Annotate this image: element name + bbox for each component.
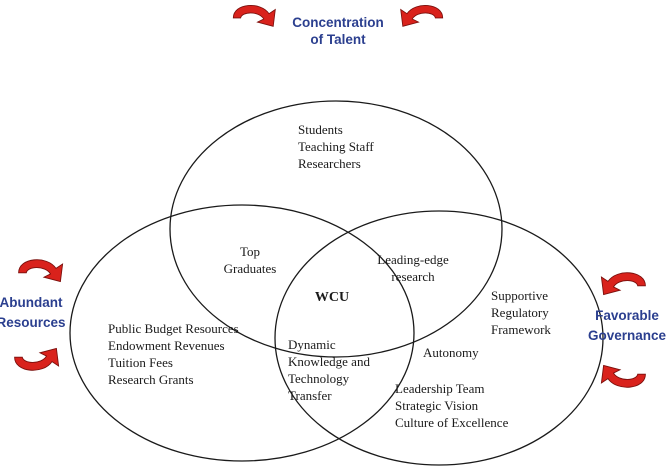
talent-item-students: Students: [298, 122, 343, 137]
left-circle: [69, 204, 415, 462]
curved-arrow-icon: [18, 259, 64, 283]
resources-label: Resources: [0, 315, 66, 330]
curved-arrow-icon: [400, 5, 444, 27]
resources-item-endowment: Endowment Revenues: [108, 338, 225, 353]
governance-item-excellence: Culture of Excellence: [395, 415, 509, 430]
overlap-transfer-2: Knowledge and: [288, 354, 370, 369]
talent-item-researchers: Researchers: [298, 156, 361, 171]
curved-arrow-icon: [600, 364, 646, 388]
overlap-top-graduates-2: Graduates: [224, 261, 277, 276]
concentration-label: Concentration: [292, 15, 384, 30]
overlap-transfer-4: Transfer: [288, 388, 332, 403]
overlap-leading-edge-1: Leading-edge: [377, 252, 449, 267]
overlap-transfer-1: Dynamic: [288, 337, 336, 352]
governance-item-supportive: Supportive: [491, 288, 548, 303]
overlap-transfer-3: Technology: [288, 371, 350, 386]
overlap-leading-edge-2: research: [391, 269, 435, 284]
center-wcu: WCU: [315, 290, 349, 305]
governance-item-leadership: Leadership Team: [395, 381, 484, 396]
curved-arrow-icon: [232, 5, 276, 27]
resources-item-public-budget: Public Budget Resources: [108, 321, 239, 336]
top-circle: [169, 100, 503, 358]
governance-label: Governance: [588, 328, 667, 343]
favorable-label: Favorable: [595, 308, 659, 323]
talent-item-teaching-staff: Teaching Staff: [298, 139, 374, 154]
of-talent-label: of Talent: [310, 32, 366, 47]
right-circle: [274, 210, 604, 466]
governance-item-autonomy: Autonomy: [423, 345, 479, 360]
curved-arrow-icon: [14, 347, 60, 371]
curved-arrow-icon: [600, 272, 646, 296]
abundant-label: Abundant: [0, 295, 63, 310]
governance-item-regulatory: Regulatory: [491, 305, 549, 320]
governance-item-framework: Framework: [491, 322, 551, 337]
governance-item-vision: Strategic Vision: [395, 398, 479, 413]
overlap-top-graduates-1: Top: [240, 244, 260, 259]
resources-item-tuition: Tuition Fees: [108, 355, 173, 370]
resources-item-grants: Research Grants: [108, 372, 194, 387]
